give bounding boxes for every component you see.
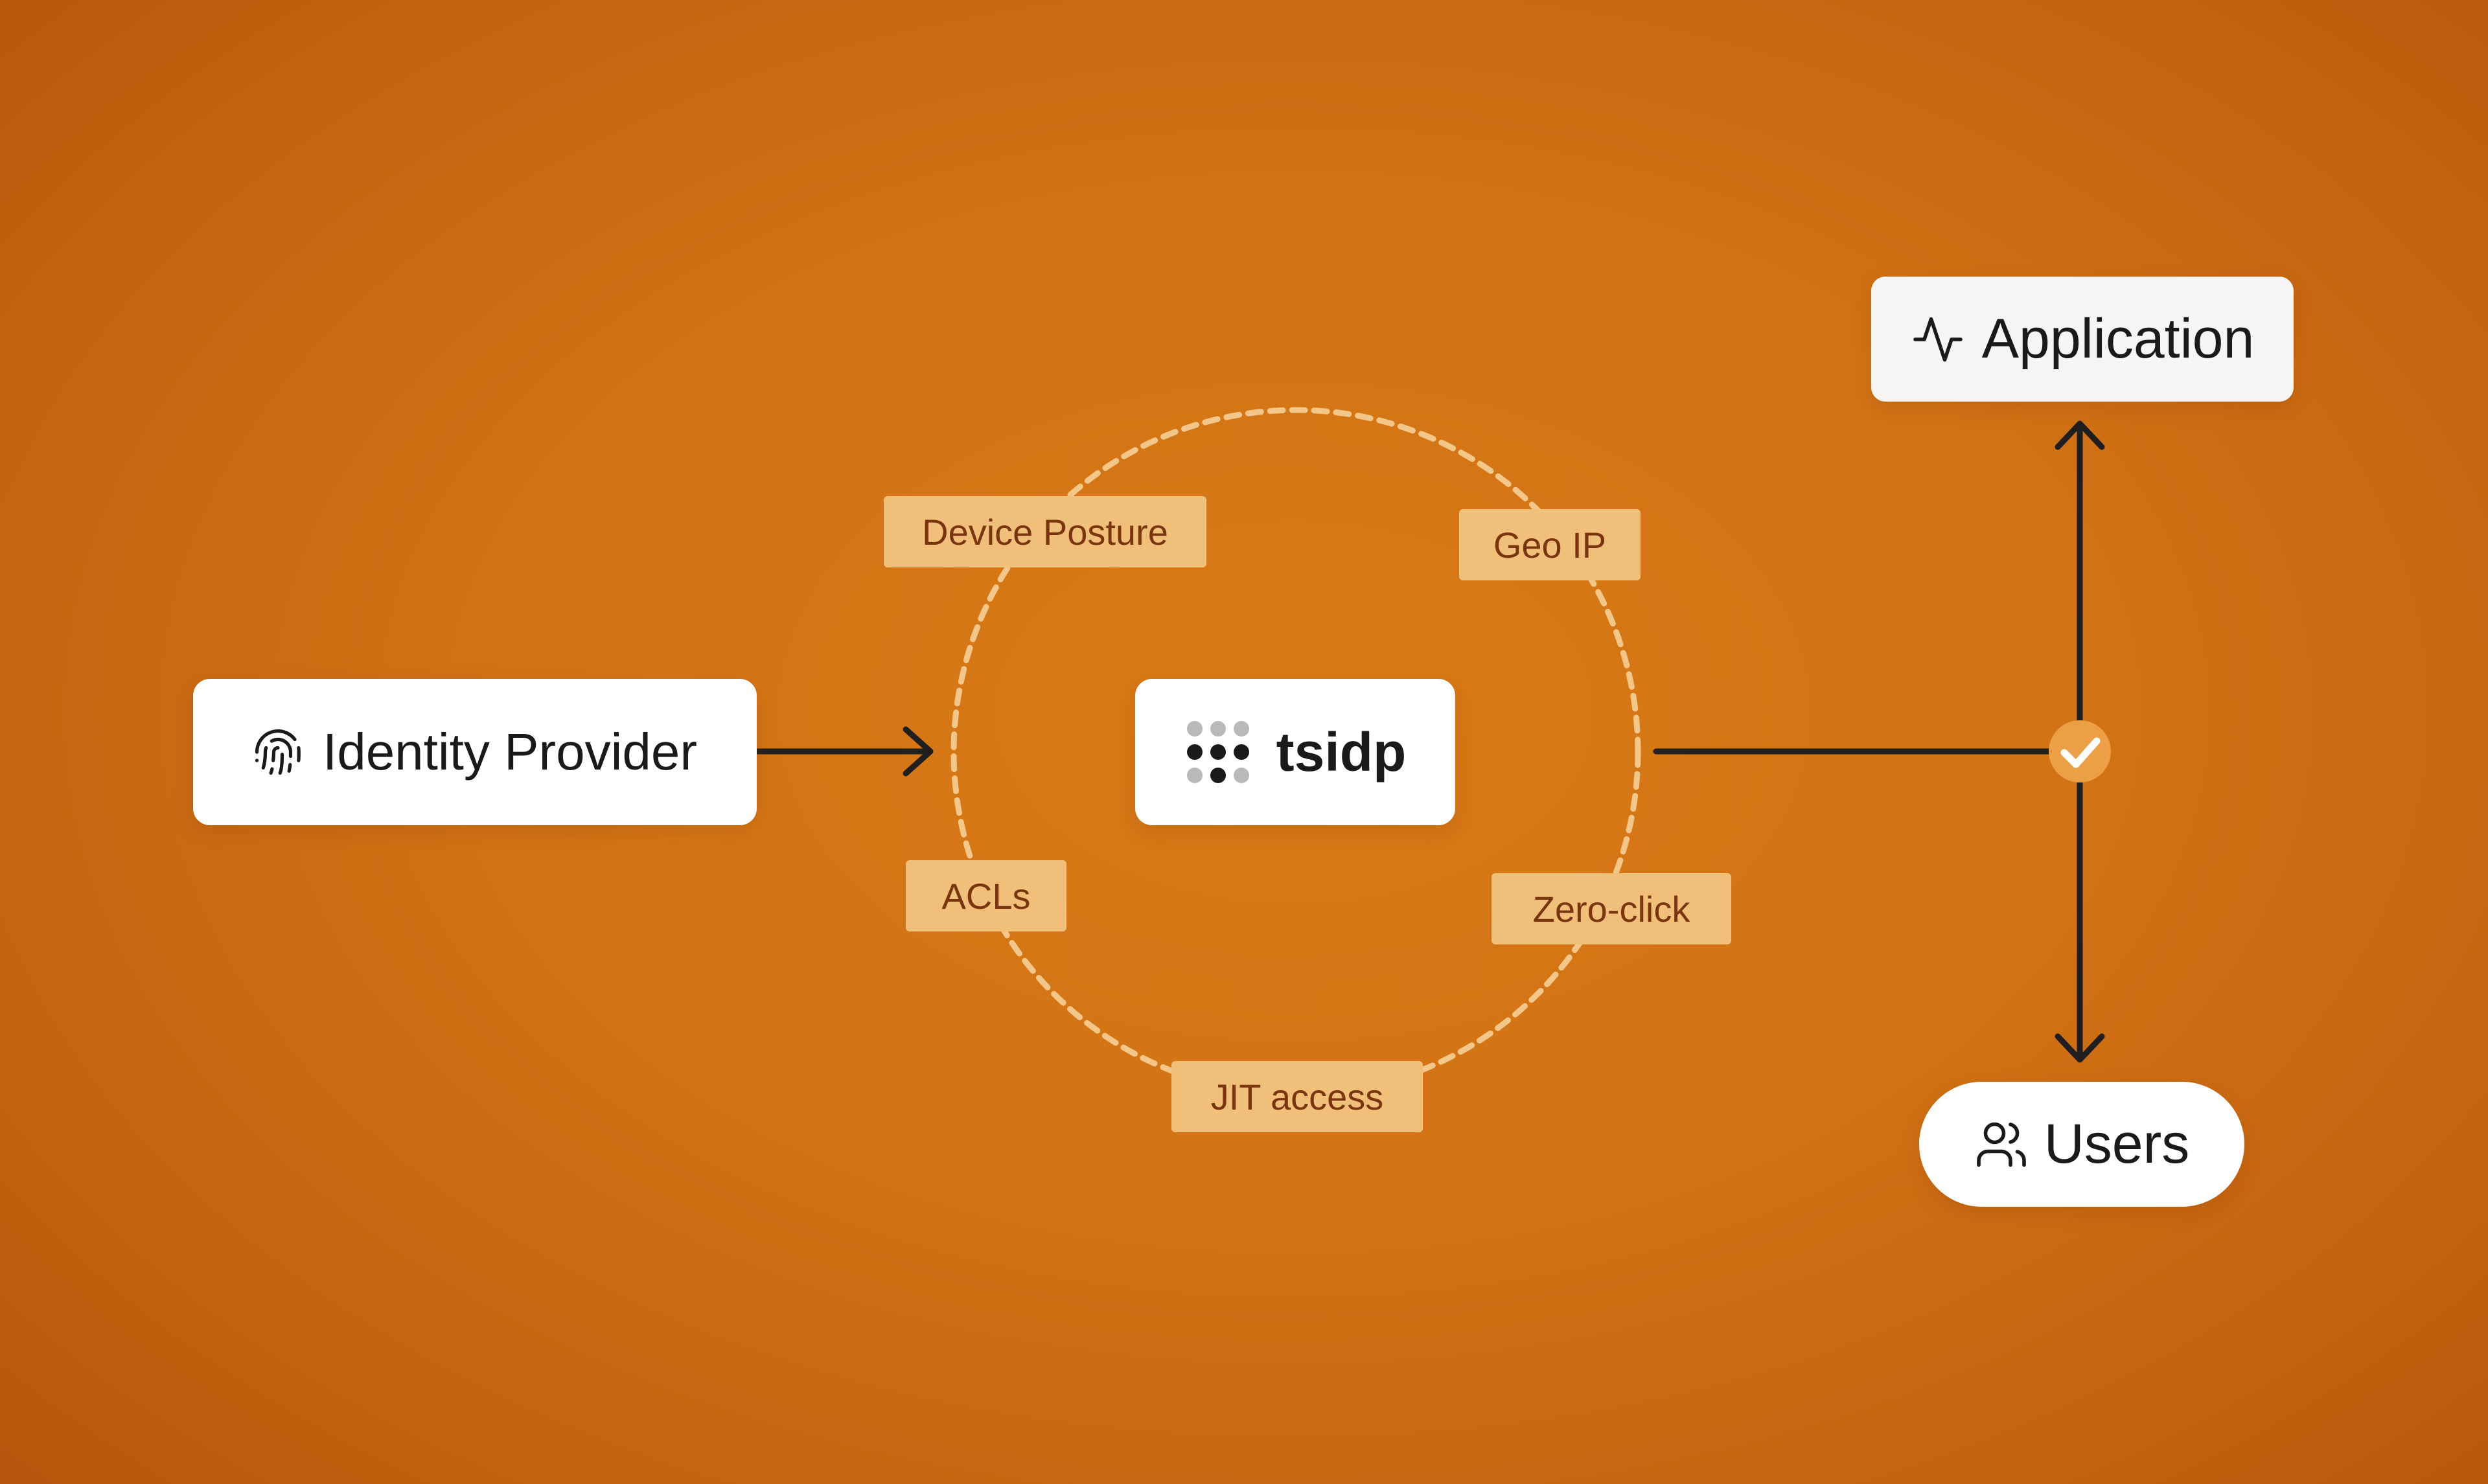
fingerprint-icon: [253, 727, 303, 777]
application-node: Application: [1871, 277, 2294, 402]
users-label: Users: [2044, 1113, 2190, 1175]
tsidp-label: tsidp: [1276, 721, 1407, 782]
idp-to-tsidp-arrow: [754, 726, 934, 777]
activity-pulse-icon: [1911, 312, 1965, 367]
tsidp-node: tsidp: [1135, 679, 1455, 825]
policy-tag-device-posture: Device Posture: [884, 496, 1206, 567]
users-node: Users: [1919, 1082, 2244, 1207]
application-label: Application: [1981, 308, 2255, 370]
policy-tag-geo-ip: Geo IP: [1459, 509, 1641, 580]
junction-to-application-arrow: [2055, 420, 2105, 724]
identity-provider-label: Identity Provider: [322, 723, 698, 781]
policy-tag-jit-access: JIT access: [1171, 1061, 1423, 1132]
policy-tag-acls: ACLs: [906, 860, 1066, 931]
tailscale-dots-icon: [1184, 718, 1252, 786]
identity-provider-node: Identity Provider: [193, 679, 757, 825]
policy-tag-zero-click: Zero-click: [1492, 873, 1731, 944]
junction-to-users-arrow: [2055, 779, 2105, 1063]
check-icon: [2049, 720, 2111, 782]
users-icon: [1974, 1117, 2029, 1172]
